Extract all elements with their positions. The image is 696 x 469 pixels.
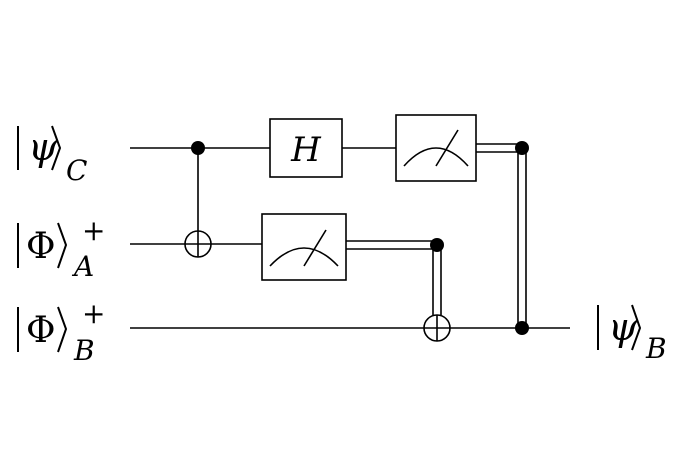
output-label-psi-b: ψ B xyxy=(597,304,667,365)
input-label-phi-a: Φ + A xyxy=(17,214,105,283)
classical-wire-a xyxy=(346,238,451,342)
controlled-z-dot-b xyxy=(515,321,529,335)
classical-control-dot-c xyxy=(515,141,529,155)
measurement-a xyxy=(261,213,347,281)
meter-needle xyxy=(303,229,327,267)
input-ket-phi-b: Φ xyxy=(26,310,56,351)
control-dot xyxy=(191,141,205,155)
input-sup-plus-b: + xyxy=(82,297,105,330)
classical-control-dot-a xyxy=(430,238,444,252)
input-sub-a: A xyxy=(71,250,94,283)
input-label-psi-c: ψ C xyxy=(17,125,87,187)
input-sup-plus-a: + xyxy=(82,214,105,247)
input-sub-b: B xyxy=(73,334,95,367)
classical-wire-c xyxy=(476,141,529,335)
hadamard-label: H xyxy=(290,130,322,170)
hadamard-gate: H xyxy=(269,118,343,178)
input-ket-phi-a: Φ xyxy=(26,226,56,267)
cnot-c-to-a xyxy=(184,141,212,258)
input-sub-c: C xyxy=(66,154,87,187)
input-label-phi-b: Φ + B xyxy=(17,297,105,367)
meter-arc xyxy=(269,247,339,267)
meter-needle xyxy=(435,129,459,167)
meter-arc xyxy=(403,147,469,167)
measurement-c xyxy=(395,114,477,182)
output-sub-b: B xyxy=(645,332,667,365)
